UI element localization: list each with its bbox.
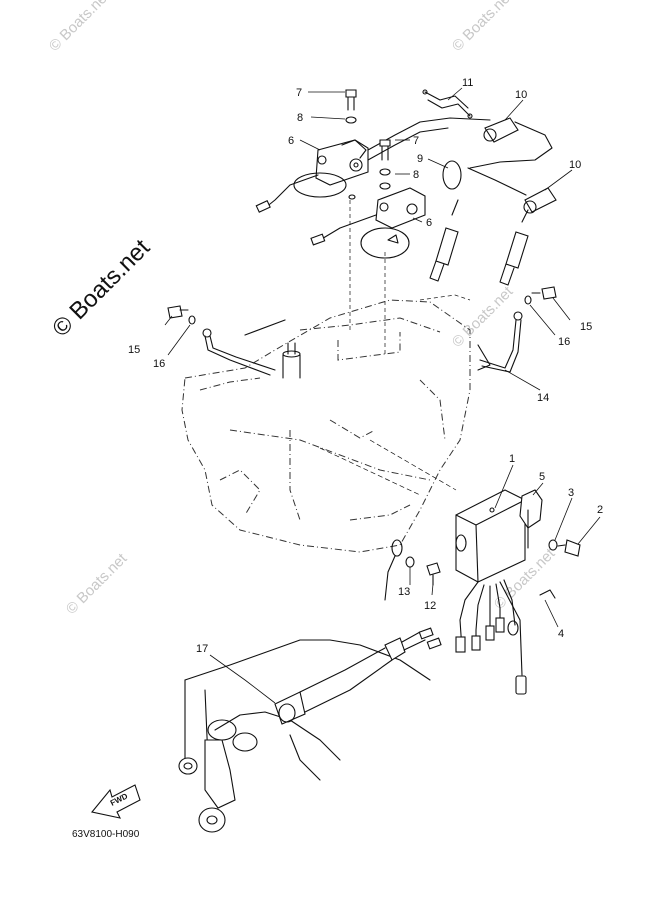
callout-4: 4 xyxy=(558,628,564,640)
watermark-top-left: © Boats.net xyxy=(46,0,114,55)
callout-15-left: 15 xyxy=(128,344,140,356)
callout-8-mid: 8 xyxy=(413,169,419,181)
ground-lead-left xyxy=(202,319,286,376)
callout-7-top: 7 xyxy=(296,87,302,99)
callout-12: 12 xyxy=(424,600,436,612)
callout-8-top: 8 xyxy=(297,112,303,124)
callout-15-right: 15 xyxy=(580,321,592,333)
callout-1: 1 xyxy=(509,453,515,465)
callout-2: 2 xyxy=(597,504,603,516)
callout-7-mid: 7 xyxy=(413,135,419,147)
bolts-and-washers xyxy=(345,89,391,190)
mounting-guides xyxy=(293,172,471,355)
callout-10-right: 10 xyxy=(569,159,581,171)
callout-16-left: 16 xyxy=(153,358,165,370)
spark-plugs xyxy=(429,199,529,286)
callout-6-top: 6 xyxy=(288,135,294,147)
callout-6-lower: 6 xyxy=(426,217,432,229)
cdi-bolt xyxy=(548,539,581,557)
fwd-arrow-icon: FWD xyxy=(91,784,141,819)
watermark-low-left: © Boats.net xyxy=(63,550,131,618)
engine-block-outline xyxy=(181,299,471,553)
cdi-bracket xyxy=(519,489,543,549)
callout-numbers: 7 8 6 7 8 9 11 10 10 6 15 16 15 16 14 1 … xyxy=(128,77,603,655)
terminal-and-screw xyxy=(384,539,441,601)
starter-post xyxy=(282,342,301,379)
watermark-top-right: © Boats.net xyxy=(449,0,517,55)
callout-16-right: 16 xyxy=(558,336,570,348)
callout-14: 14 xyxy=(537,392,549,404)
watermark-mid-right: © Boats.net xyxy=(449,283,517,351)
callout-17: 17 xyxy=(196,643,208,655)
callout-11: 11 xyxy=(462,77,473,89)
callout-13: 13 xyxy=(398,586,410,598)
callout-3: 3 xyxy=(568,487,574,499)
ground-bolts xyxy=(167,286,557,325)
callout-9: 9 xyxy=(417,153,423,165)
watermark-main: © Boats.net xyxy=(47,234,155,342)
cdi-unit xyxy=(319,439,526,583)
leader-lines xyxy=(164,87,601,704)
ignition-coil-lower xyxy=(310,187,426,259)
callout-10-top: 10 xyxy=(515,89,527,101)
cdi-wire-harness xyxy=(455,579,556,695)
diagram-code: 63V8100-H090 xyxy=(72,829,140,840)
spark-plug-caps xyxy=(422,89,557,214)
callout-5: 5 xyxy=(539,471,545,483)
ground-lead-right xyxy=(477,311,523,373)
lower-bracket-assembly xyxy=(178,627,442,833)
